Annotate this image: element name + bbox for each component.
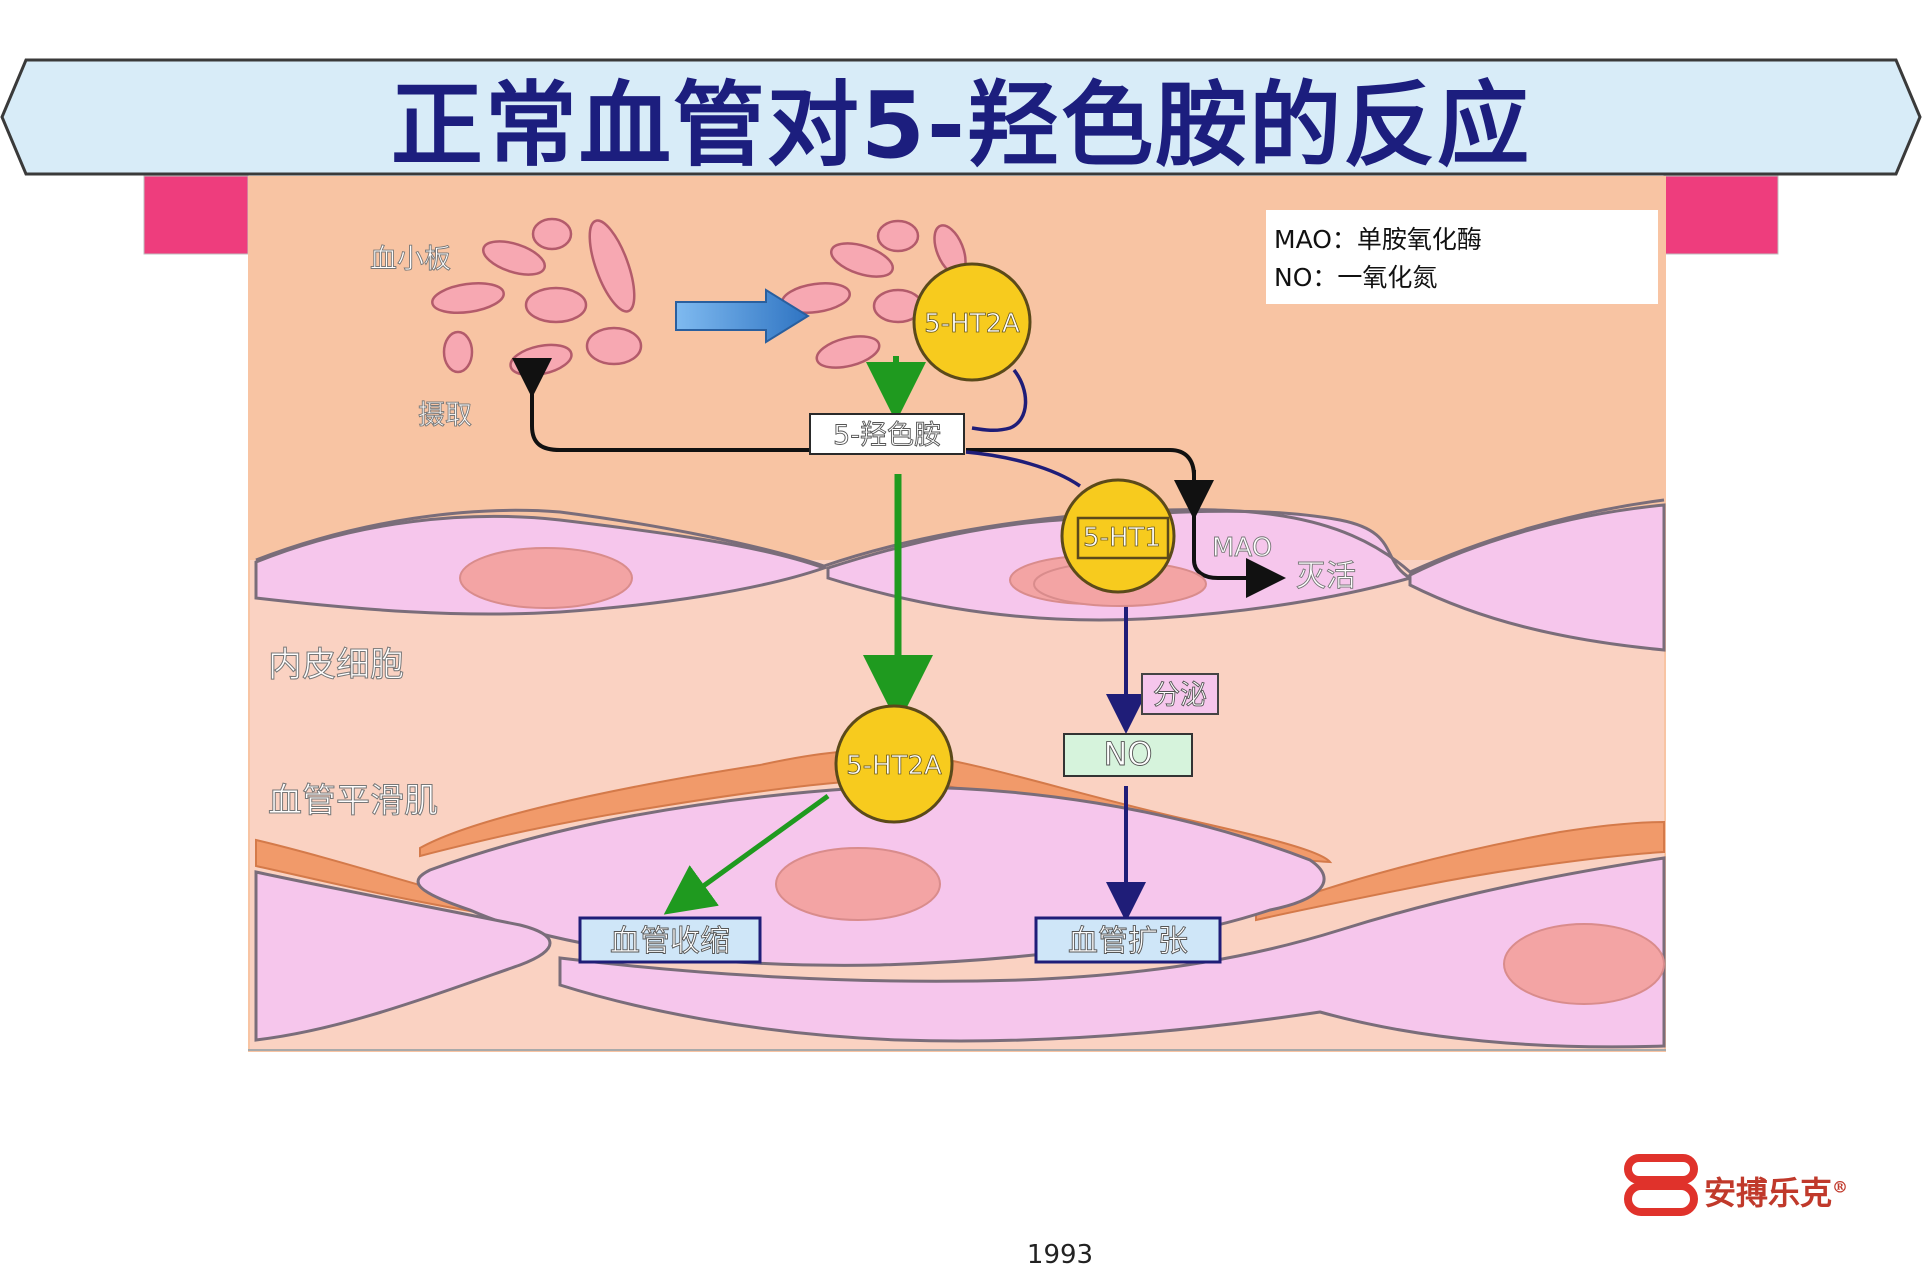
platelet	[815, 335, 881, 369]
secretion-label: 分泌	[1153, 680, 1207, 711]
uptake-path	[512, 358, 812, 452]
brand-name: 安搏乐克®	[1704, 1168, 1848, 1214]
legend-mao: MAO：单胺氧化酶	[1274, 225, 1482, 254]
legend-box	[1266, 210, 1658, 304]
uptake-label: 摄取	[418, 400, 472, 431]
green-arrow-to-vasoconstriction	[663, 793, 830, 915]
platelet-receptor-feedback	[971, 368, 1028, 433]
platelet-cluster-right	[781, 219, 967, 369]
smooth-muscle-label: 血管平滑肌	[268, 781, 438, 821]
muscle-receptor-label: 5-HT2A	[846, 751, 942, 781]
platelet	[588, 219, 636, 313]
no-box	[1063, 733, 1193, 777]
vasodilation-label: 血管扩张	[1068, 924, 1188, 959]
vasodilation-box	[1034, 916, 1222, 964]
smooth-muscle-band-right	[1255, 820, 1665, 922]
platelet	[585, 326, 643, 366]
brand-registered-mark: ®	[1832, 1177, 1849, 1197]
serotonin-box	[809, 413, 965, 455]
endothelial-edge-top	[255, 498, 1665, 574]
slide-title: 正常血管对5-羟色胺的反应	[390, 71, 1532, 179]
platelet	[830, 242, 894, 278]
platelet	[482, 240, 546, 276]
legend-no: NO：一氧化氮	[1274, 263, 1437, 292]
platelet	[442, 330, 474, 374]
endothelial-label: 内皮细胞	[268, 645, 404, 685]
mao-label: MAO	[1212, 533, 1272, 563]
secretion-box	[1141, 673, 1219, 715]
platelet-receptor-circle	[912, 262, 1032, 382]
platelet-cluster-left	[431, 217, 643, 377]
serotonin-to-5ht1-line	[965, 450, 1081, 488]
title-banner	[0, 58, 1922, 176]
endothelial-receptor-circle	[1060, 478, 1176, 594]
brand-logo	[1624, 1154, 1698, 1216]
platelet	[524, 286, 588, 324]
endothelial-receptor-label: 5-HT1	[1083, 523, 1161, 553]
platelet	[431, 282, 505, 314]
platelet	[531, 217, 573, 251]
no-label: NO	[1103, 735, 1152, 773]
endothelial-cell-3	[1408, 503, 1666, 652]
page-number: 1993	[1026, 1240, 1094, 1270]
right-pink-tab	[1663, 175, 1779, 255]
inactivation-label: 灭活	[1296, 559, 1356, 594]
endothelial-nucleus-1	[459, 547, 633, 609]
brand-name-text: 安搏乐克	[1704, 1174, 1833, 1212]
brand-mark-icon	[1624, 1154, 1698, 1216]
platelet-activation-arrow	[675, 288, 810, 344]
smooth-muscle-cell-left	[254, 870, 552, 1042]
left-pink-tab	[143, 175, 249, 255]
platelet-label: 血小板	[370, 244, 451, 275]
endothelial-receptor-frame	[1076, 516, 1170, 560]
vasoconstriction-label: 血管收缩	[610, 924, 730, 959]
muscle-receptor-circle	[834, 704, 954, 824]
vasoconstriction-box	[578, 916, 762, 964]
muscle-nucleus-right	[1503, 923, 1665, 1005]
platelet	[876, 219, 920, 253]
muscle-nucleus-center	[775, 847, 941, 921]
smooth-muscle-cell-bottom	[558, 856, 1666, 1049]
serotonin-label: 5-羟色胺	[833, 420, 941, 451]
platelet-receptor-label: 5-HT2A	[924, 309, 1020, 339]
